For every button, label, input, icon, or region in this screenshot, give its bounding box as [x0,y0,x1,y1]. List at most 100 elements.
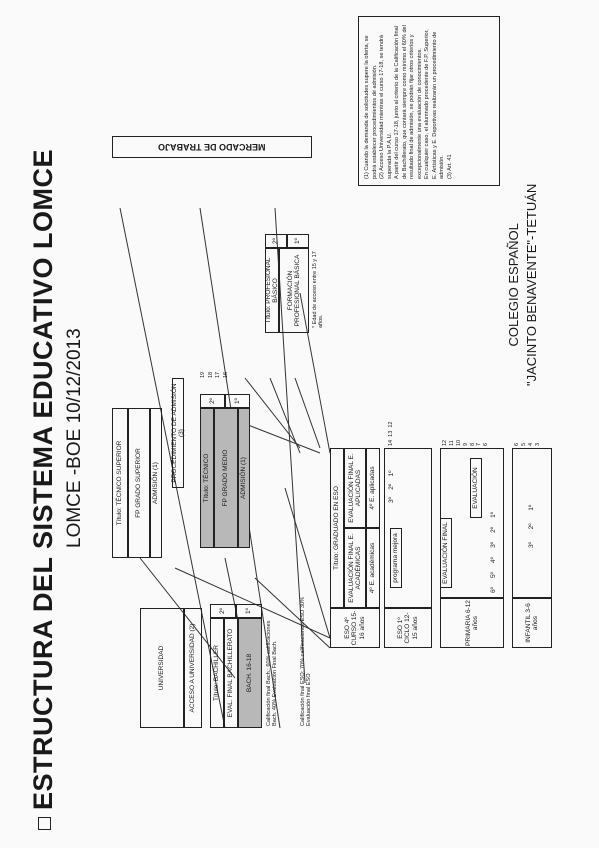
eso-course-1: 1º [388,470,395,477]
admision-medio-label: ADMISIÓN (1) [240,457,248,499]
eso-4-curso-label: ESO 4º CURSO 15-16 años [343,610,366,646]
procedimiento-admision-label: PROCEDIMIENTO DE ADMISIÓN (3) [170,383,185,483]
evaluacion-primaria-box: EVALUACIÓN [470,458,482,518]
eso-courses: 3º 2º 1º [388,471,395,503]
eval-eso-aplicadas-label: EVALUACIÓN FINAL E. APLICADAS [347,453,362,523]
eval-eso-aplicadas-box: EVALUACIÓN FINAL E. APLICADAS [344,448,366,528]
eso-aplicadas-label: 4º E. aplicadas [369,466,377,510]
eso-1-ciclo-label: ESO 1º CICLO 12-15 años [396,612,419,644]
titulo-bachiller-box: Título: BACHILLER [210,618,224,728]
primaria-label: PRIMARIA 6-12 años [464,600,479,646]
primaria-age-9: 9 [462,442,469,446]
eso-academicas-label: 4º E. académicas [369,542,377,594]
infantil-label: INFANTIL 3-6 años [524,603,539,643]
eso-academicas-box: 4º E. académicas [366,528,380,608]
mercado-box: MERCADO DE TRABAJO [112,136,312,158]
admision-medio-box: ADMISIÓN (1) [238,408,250,548]
eso-aplicadas-box: 4º E. aplicadas [366,448,380,528]
acceso-universidad-label: ACCESO A UNIVERSIDAD (2) [189,623,197,713]
eval-final-primaria-label: EVALUACIÓN FINAL [442,522,450,584]
primaria-course-5: 5º [490,571,497,578]
infantil-age-6: 6 [514,442,520,446]
primaria-course-1: 1º [490,511,497,518]
procedimiento-admision-box: PROCEDIMIENTO DE ADMISIÓN (3) [170,378,185,488]
fp-age-17: 17 [215,371,222,378]
eso-course-2: 2º [388,483,395,490]
fp-medio-box: FP GRADO MEDIO [214,408,238,548]
titulo-eso-box: Título: GRADUADO EN ESO [330,448,344,608]
fp-superior-box: FP GRADO SUPERIOR [128,408,150,558]
acceso-fpb-note: * Edad de acceso entre 15 y 17 años. [312,251,325,328]
calificacion-eso-note: Calificación final ESO: 70% calificacion… [300,596,313,726]
infantil-box: INFANTIL 3-6 años [512,598,552,648]
fp-basica-label: FORMACIÓN PROFESIONAL BÁSICA [286,254,301,327]
infantil-course-3: 3º [528,542,535,548]
infantil-age-4: 4 [527,442,534,446]
fpb-course-2: 2º [265,234,287,248]
fp-age-16: 16 [223,371,230,378]
eso-age-13: 13 [388,430,394,437]
fpb-course-2-label: 2º [272,238,280,244]
school-line-1: COLEGIO ESPAÑOL [506,223,521,347]
titulo-bachiller-label: Título: BACHILLER [213,645,221,701]
bach-course-2-label: 2º [219,608,227,614]
fp-medio-course-2-label: 2º [208,398,216,404]
primaria-course-6: 6º [490,587,497,593]
eval-eso-academicas-label: EVALUACIÓN FINAL E. ACADÉMICAS [347,533,362,603]
primaria-box: PRIMARIA 6-12 años [440,598,504,648]
calificacion-bach-note: Calificación final Bach.: 60% calificaci… [266,620,279,726]
fp-medio-course-1: 1º [225,394,250,408]
universidad-label: UNIVERSIDAD [158,645,166,691]
bach-course-1-label: 1º [245,608,253,614]
primaria-ages: 12 11 10 9 8 7 6 [442,434,490,446]
primaria-age-12: 12 [442,439,448,446]
titulo-tecnico-label: Título: TÉCNICO [203,453,211,503]
primaria-age-10: 10 [455,439,462,446]
infantil-ages: 6 5 4 3 [514,434,542,446]
eso-ages: 14 13 12 [388,422,394,447]
fp-age-19: 19 [200,371,206,378]
titulo-profesional-label: Título: PROFESIONAL BÁSICO [264,257,279,324]
infantil-course-1: 1º [528,504,535,511]
eso-age-12: 12 [388,421,394,428]
fp-ages: 19 18 17 16 [200,366,231,378]
eval-bachillerato-box: EVAL. FINAL BACHILLERATO [224,618,238,728]
school-name: COLEGIO ESPAÑOL "JACINTO BENAVENTE"-TETU… [505,184,540,386]
programa-mejora-label: programa mejora [392,533,400,583]
titulo-eso-label: Título: GRADUADO EN ESO [333,486,341,570]
programa-mejora-box: programa mejora [390,528,402,588]
mercado-label: MERCADO DE TRABAJO [158,142,266,153]
primaria-course-3: 3º [490,541,497,548]
fpb-course-1-label: 1º [294,238,302,244]
fpb-course-1: 1º [287,234,309,248]
eso-course-3: 3º [388,497,395,503]
bachillerato-label: BACH. 16-18 [246,653,254,693]
eso-1-ciclo-box: ESO 1º CICLO 12-15 años [384,608,432,648]
eval-final-primaria-box: EVALUACIÓN FINAL [440,518,452,588]
admision-superior-label: ADMISIÓN (1) [152,462,160,504]
fp-age-18: 18 [207,371,214,378]
fp-basica-box: FORMACIÓN PROFESIONAL BÁSICA [279,248,309,333]
bachillerato-box: BACH. 16-18 [238,618,262,728]
acceso-universidad-box: ACCESO A UNIVERSIDAD (2) [184,608,202,728]
primaria-courses: 6º 5º 4º 3º 2º 1º [490,512,497,593]
school-line-2: "JACINTO BENAVENTE"-TETUÁN [523,183,539,386]
eso-4-curso-box: ESO 4º CURSO 15-16 años [330,608,380,648]
infantil-age-5: 5 [520,442,527,446]
titulo-superior-label: Título: TÉCNICO SUPERIOR [116,440,124,526]
notes-box: (1) Cuando la demanda de solicitudes sup… [358,16,500,186]
fp-medio-course-2: 2º [200,394,225,408]
infantil-age-3: 3 [534,442,541,446]
eso-age-14: 14 [388,439,394,446]
eval-bachillerato-label: EVAL. FINAL BACHILLERATO [227,628,235,718]
titulo-tecnico-box: Título: TÉCNICO [200,408,214,548]
note-2: (2) Acceso Universidad mientras el curso… [379,35,393,179]
primaria-course-2: 2º [490,526,497,533]
note-4: En cualquier caso, el alumnado procedent… [424,29,446,179]
primaria-age-8: 8 [469,442,476,446]
note-3: A partir del curso 17-18, junto al crite… [394,25,423,179]
primaria-age-11: 11 [448,440,455,446]
universidad-box: UNIVERSIDAD [140,608,184,728]
